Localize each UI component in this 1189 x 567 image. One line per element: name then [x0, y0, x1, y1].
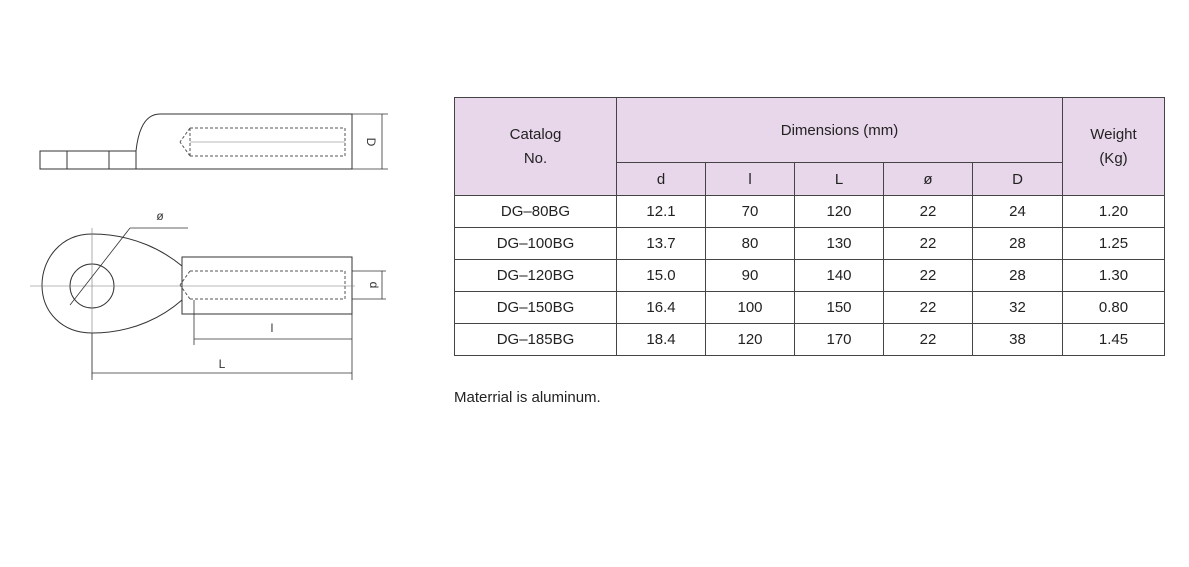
top-view-eye: [41, 233, 183, 334]
specification-table: Catalog No. Dimensions (mm) Weight (Kg) …: [454, 97, 1165, 356]
cell-catalog: DG–150BG: [454, 291, 617, 324]
cell-diameter: 22: [883, 227, 973, 260]
cell-d: 16.4: [616, 291, 706, 324]
header-dimensions: Dimensions (mm): [616, 97, 1063, 163]
subheader-L: L: [794, 162, 884, 196]
cell-D: 28: [972, 259, 1063, 292]
cell-d: 13.7: [616, 227, 706, 260]
material-note: Materrial is aluminum.: [454, 389, 601, 406]
top-view: [30, 227, 386, 380]
cell-L: 170: [794, 323, 884, 356]
cell-catalog: DG–80BG: [454, 195, 617, 228]
cell-diameter: 22: [883, 195, 973, 228]
subheader-row: d l L ø D: [455, 162, 1165, 196]
subheader-l: l: [705, 162, 795, 196]
cell-d: 15.0: [616, 259, 706, 292]
side-view-barrel: [135, 113, 353, 170]
side-view-hole: [66, 150, 110, 170]
table-row: DG–150BG 16.4 100 150 22 32 0.80: [454, 291, 1165, 324]
subheader-d: d: [616, 162, 706, 196]
dimension-l: [193, 300, 353, 345]
dimension-L: [91, 333, 353, 380]
header-row: Catalog No. Dimensions (mm) Weight (Kg): [454, 97, 1165, 196]
cell-l: 100: [705, 291, 795, 324]
cell-l: 120: [705, 323, 795, 356]
side-view-palm: [39, 150, 137, 170]
cell-D: 28: [972, 227, 1063, 260]
label-diameter: ø: [156, 209, 164, 223]
cell-L: 140: [794, 259, 884, 292]
cell-diameter: 22: [883, 259, 973, 292]
cell-D: 38: [972, 323, 1063, 356]
cell-l: 80: [705, 227, 795, 260]
cell-l: 90: [705, 259, 795, 292]
cell-weight: 1.25: [1062, 227, 1165, 260]
cell-l: 70: [705, 195, 795, 228]
header-weight: Weight (Kg): [1062, 97, 1165, 196]
cell-L: 150: [794, 291, 884, 324]
cell-d: 12.1: [616, 195, 706, 228]
label-D: D: [364, 138, 378, 147]
header-catalog: Catalog No.: [454, 97, 617, 196]
cell-catalog: DG–100BG: [454, 227, 617, 260]
cell-d: 18.4: [616, 323, 706, 356]
cell-D: 32: [972, 291, 1063, 324]
cell-catalog: DG–120BG: [454, 259, 617, 292]
subheader-D: D: [972, 162, 1063, 196]
cell-catalog: DG–185BG: [454, 323, 617, 356]
label-L: L: [219, 357, 226, 371]
top-view-barrel: [181, 256, 353, 315]
dimension-D: [352, 113, 388, 170]
cell-weight: 1.45: [1062, 323, 1165, 356]
subheader-diameter: ø: [883, 162, 973, 196]
dimension-d: [352, 270, 386, 300]
cell-weight: 1.30: [1062, 259, 1165, 292]
cell-diameter: 22: [883, 291, 973, 324]
dimension-diameter: [69, 227, 188, 306]
cell-D: 24: [972, 195, 1063, 228]
table-row: DG–185BG 18.4 120 170 22 38 1.45: [454, 323, 1165, 356]
cell-weight: 1.20: [1062, 195, 1165, 228]
lug-technical-drawing: D ø d l L: [30, 113, 388, 380]
table-row: DG–100BG 13.7 80 130 22 28 1.25: [454, 227, 1165, 260]
cell-L: 120: [794, 195, 884, 228]
table-row: DG–120BG 15.0 90 140 22 28 1.30: [454, 259, 1165, 292]
label-l: l: [271, 321, 274, 335]
side-view: [39, 113, 388, 170]
table-row: DG–80BG 12.1 70 120 22 24 1.20: [454, 195, 1165, 228]
cell-weight: 0.80: [1062, 291, 1165, 324]
cell-diameter: 22: [883, 323, 973, 356]
top-view-bore: [179, 270, 346, 300]
label-d: d: [367, 282, 381, 289]
side-view-bore: [179, 127, 346, 157]
cell-L: 130: [794, 227, 884, 260]
